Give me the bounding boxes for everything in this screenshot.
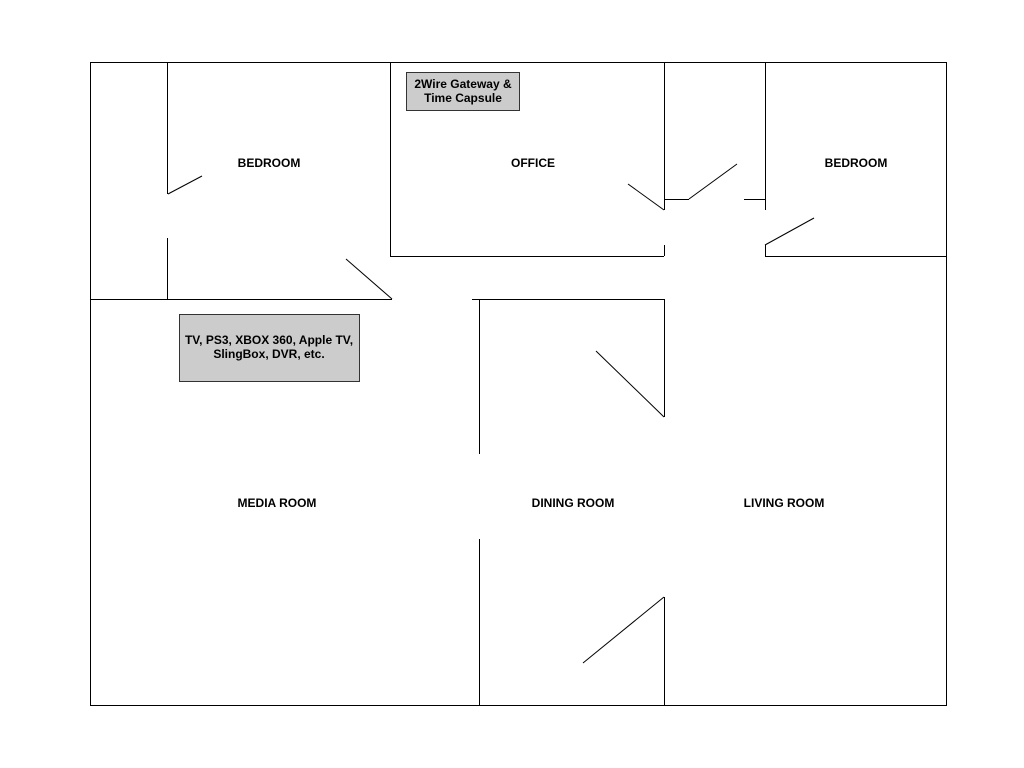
network-device-box: 2Wire Gateway & Time Capsule <box>406 72 520 111</box>
network-device-line2: Time Capsule <box>424 91 502 105</box>
door-closet <box>688 163 738 200</box>
door-bedroom-left <box>345 258 393 300</box>
door-dining-lower <box>582 596 665 664</box>
door-dining-upper <box>595 350 665 418</box>
room-label-living-room: LIVING ROOM <box>744 496 825 510</box>
outer-walls <box>90 62 947 706</box>
door-bedroom-right <box>764 217 815 246</box>
door-bedroom-left-closet <box>167 175 203 195</box>
room-labels: BEDROOM OFFICE BEDROOM MEDIA ROOM DINING… <box>238 156 888 510</box>
room-label-media-room: MEDIA ROOM <box>238 496 317 510</box>
media-device-line1: TV, PS3, XBOX 360, Apple TV, <box>185 333 353 347</box>
media-device-box: TV, PS3, XBOX 360, Apple TV, SlingBox, D… <box>179 314 360 382</box>
room-label-bedroom-right: BEDROOM <box>825 156 888 170</box>
network-device-line1: 2Wire Gateway & <box>414 77 512 91</box>
media-device-line2: SlingBox, DVR, etc. <box>213 347 324 361</box>
door-office <box>627 183 665 211</box>
room-label-office: OFFICE <box>511 156 555 170</box>
interior-walls <box>90 62 946 705</box>
doors <box>167 163 815 664</box>
outer-wall <box>90 62 947 706</box>
room-label-dining-room: DINING ROOM <box>532 496 615 510</box>
network-device-rect <box>406 72 520 111</box>
room-label-bedroom-left: BEDROOM <box>238 156 301 170</box>
media-device-rect <box>179 314 360 382</box>
